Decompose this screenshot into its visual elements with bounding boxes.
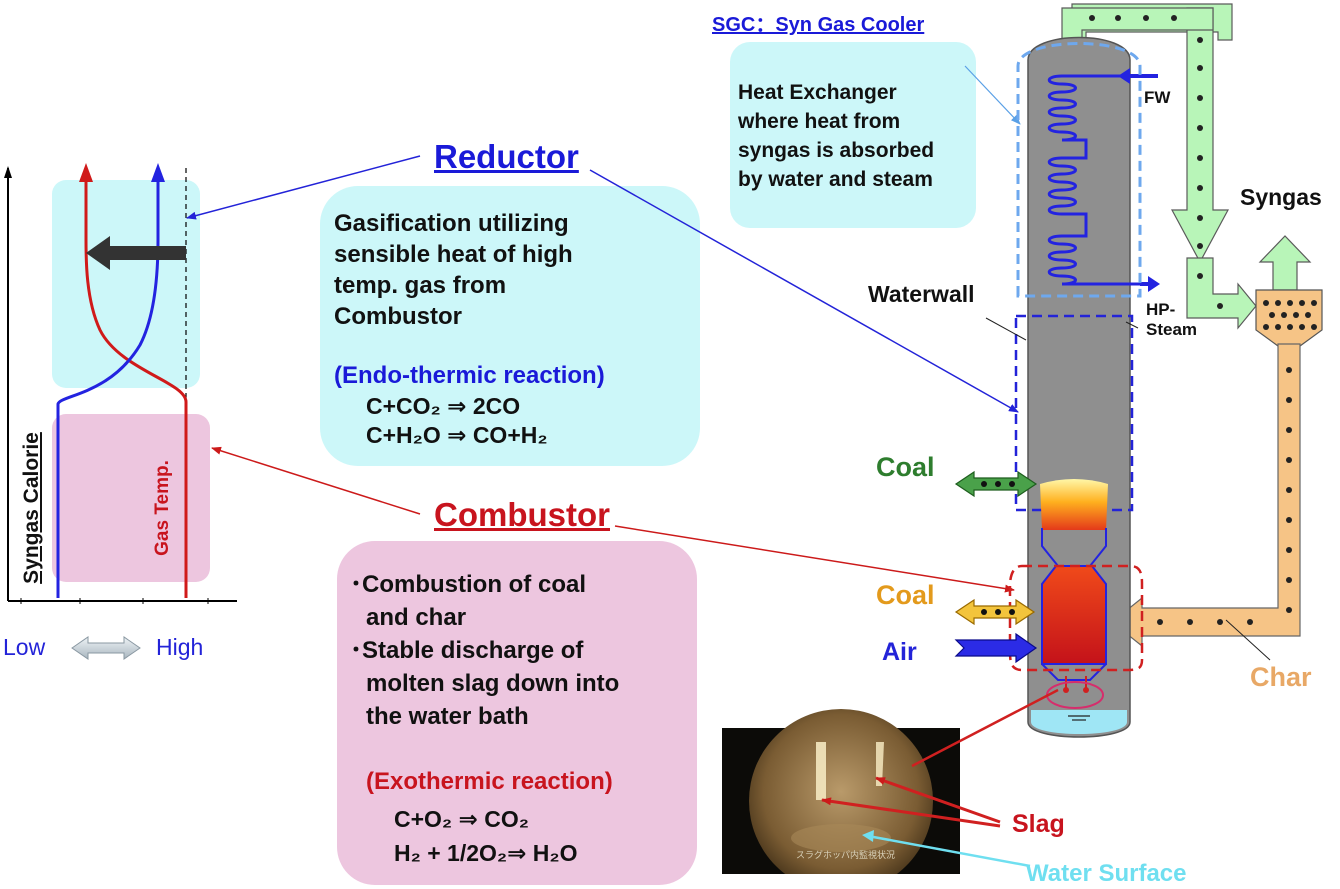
sgc-description: Heat Exchanger where heat from syngas is… [738,78,934,194]
endothermic-equations: C+CO₂ ⇒ 2CO C+H₂O ⇒ CO+H₂ [366,392,548,450]
sgc-zone-outline [1016,42,1142,298]
reductor-zone-outline [1014,314,1134,512]
water-surface-label: Water Surface [1026,860,1187,887]
reductor-flame [1040,479,1108,530]
air-inlet-arrow [954,632,1038,664]
exothermic-equation-2: H₂ + 1/2O₂⇒ H₂O [394,840,578,866]
sgc-line-4: by water and steam [738,168,933,191]
reductor-heading: Reductor [434,138,579,175]
sgc-line-2: where heat from [738,110,901,133]
reductor-description: Gasification utilizing sensible heat of … [334,208,573,332]
reductor-description-box [320,186,700,466]
reductor-line-2: sensible heat of high [334,241,573,268]
endothermic-equation-1: C+CO₂ ⇒ 2CO [366,393,521,419]
air-label: Air [882,638,917,666]
combustor-to-gasifier-arrow [614,525,1015,593]
syngas-label: Syngas [1240,184,1322,210]
axis-low-label: Low [3,634,46,660]
exothermic-equations: C+O₂ ⇒ CO₂ H₂ + 1/2O₂⇒ H₂O [394,802,578,870]
reductor-to-graph-arrow [186,155,421,220]
hp-steam-label: HP- Steam [1146,300,1197,340]
char-label: Char [1250,662,1312,692]
graph-combustor-zone [52,414,210,582]
reductor-line-4: Combustor [334,303,462,330]
slag-photo [722,709,960,889]
combustor-bullet-2-line-2: molten slag down into [366,670,620,697]
exothermic-reaction-label: (Exothermic reaction) [366,768,613,795]
reductor-to-gasifier-arrow [589,169,1019,413]
hp-steam-label-line-1: HP- [1146,300,1176,319]
char-return-pipe [1111,343,1301,661]
combustor-description: ･Combustion of coal and char ･Stable dis… [350,568,619,733]
hp-steam-label-line-2: Steam [1146,320,1198,339]
photo-caption: スラグホッパ内監視状況 [796,851,896,861]
gas-temperature-graph [4,163,237,604]
char-separator [1255,289,1323,347]
exothermic-equation-1: C+O₂ ⇒ CO₂ [394,806,529,832]
sgc-heading: SGC：Syn Gas Cooler [712,14,925,36]
reductor-line-3: temp. gas from [334,272,507,299]
combustor-bullet-2-line-1: ･Stable discharge of [350,637,584,664]
gas-temp-curve-label: Gas Temp. [152,460,173,556]
sgc-line-1: Heat Exchanger [738,81,897,104]
reductor-line-1: Gasification utilizing [334,210,569,237]
slag-label: Slag [1012,810,1065,838]
sgc-description-box [730,42,976,228]
slag-pointer-1 [875,776,1001,824]
water-surface-pointer [867,834,1031,868]
fw-label: FW [1144,88,1171,107]
sgc-line-3: syngas is absorbed [738,139,935,162]
sgc-to-cooler-arrow [964,65,1021,125]
syngas-pipe [1061,3,1257,330]
graph-reductor-zone [52,180,200,388]
graph-y-axis-label: Syngas Calorie [20,432,43,584]
waterwall-label: Waterwall [868,281,975,307]
axis-high-label: High [156,634,204,660]
coal-reductor-label: Coal [876,452,935,482]
combustor-bullet-1-line-2: and char [366,604,467,631]
double-arrow-icon [71,636,141,660]
combustor-bullet-2-line-3: the water bath [366,703,529,730]
endothermic-equation-2: C+H₂O ⇒ CO+H₂ [366,422,548,448]
coal-combustor-label: Coal [876,580,935,610]
syngas-outlet-arrow [1258,235,1312,291]
gas-temperature-curve [84,178,188,598]
endothermic-reaction-label: (Endo-thermic reaction) [334,362,605,389]
syngas-calorie-curve [56,178,160,598]
combustor-zone-outline [1008,564,1144,672]
combustor-flame [1041,565,1107,665]
combustor-description-box [337,541,697,885]
combustor-bullet-1-line-1: ･Combustion of coal [350,571,586,598]
slag-photo-link-line [911,688,1059,768]
slag-pointer-2 [821,797,1001,828]
temperature-drop-arrow [108,246,186,260]
combustor-heading: Combustor [434,496,610,533]
combustor-to-graph-arrow [211,446,421,515]
